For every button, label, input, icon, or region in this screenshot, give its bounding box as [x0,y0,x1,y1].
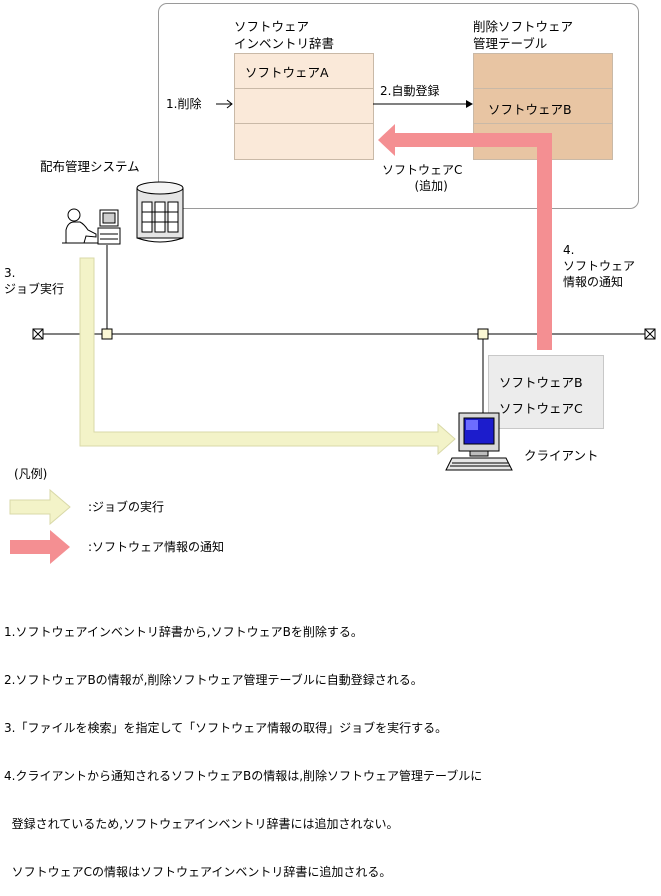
legend-job-label: :ジョブの実行 [88,500,165,514]
added-software-label: ソフトウェアC (追加) [382,163,463,193]
deleted-software-table-title: 削除ソフトウェア 管理テーブル [473,19,574,51]
note-line: 3.「ファイルを検索」を指定して「ソフトウェア情報の取得」ジョブを実行する。 [4,721,448,735]
inventory-dictionary-table: ソフトウェアA [234,53,374,160]
note-line: 2.ソフトウェアBの情報が,削除ソフトウェア管理テーブルに自動登録される。 [4,673,423,687]
inventory-row: ソフトウェアA [235,54,373,89]
deleted-row [474,54,612,89]
client-label: クライアント [524,448,599,463]
note-line: 4.クライアントから通知されるソフトウェアBの情報は,削除ソフトウェア管理テーブ… [4,769,483,783]
step4-label: 4. ソフトウェア 情報の通知 [563,243,636,289]
step2-label: 2.自動登録 [380,84,440,98]
client-pc-icon [445,412,513,471]
client-software-box: ソフトウェアB ソフトウェアC [488,355,604,429]
note-line: 1.ソフトウェアインベントリ辞書から,ソフトウェアBを削除する。 [4,625,363,639]
distribution-system-label: 配布管理システム [40,159,140,174]
step1-label: 1.削除 [166,97,202,111]
client-software-item: ソフトウェアC [499,401,583,416]
note-line: ソフトウェアCの情報はソフトウェアインベントリ辞書に追加される。 [4,865,392,879]
deleted-row: ソフトウェアB [474,89,612,124]
operator-icon [62,208,98,244]
server-icon [136,181,184,243]
legend-title: (凡例) [14,467,48,481]
notes: 1.ソフトウェアインベントリ辞書から,ソフトウェアBを削除する。 2.ソフトウェ… [4,592,482,896]
network-node-icon [101,328,113,340]
client-software-item: ソフトウェアB [499,375,583,390]
diagram-graphics [9,99,656,564]
network-node-icon [477,328,489,340]
notify-arrow [378,124,552,350]
legend-job-arrow [9,488,71,526]
job-execution-arrow [79,257,456,456]
legend-notify-label: :ソフトウェア情報の通知 [88,540,225,554]
legend-notify-arrow [10,530,70,564]
step3-label: 3. ジョブ実行 [4,266,65,296]
note-line: 登録されているため,ソフトウェアインベントリ辞書には追加されない。 [4,817,399,831]
inventory-dictionary-title: ソフトウェア インベントリ辞書 [234,19,335,51]
inventory-row [235,89,373,124]
terminal-icon [97,209,121,245]
